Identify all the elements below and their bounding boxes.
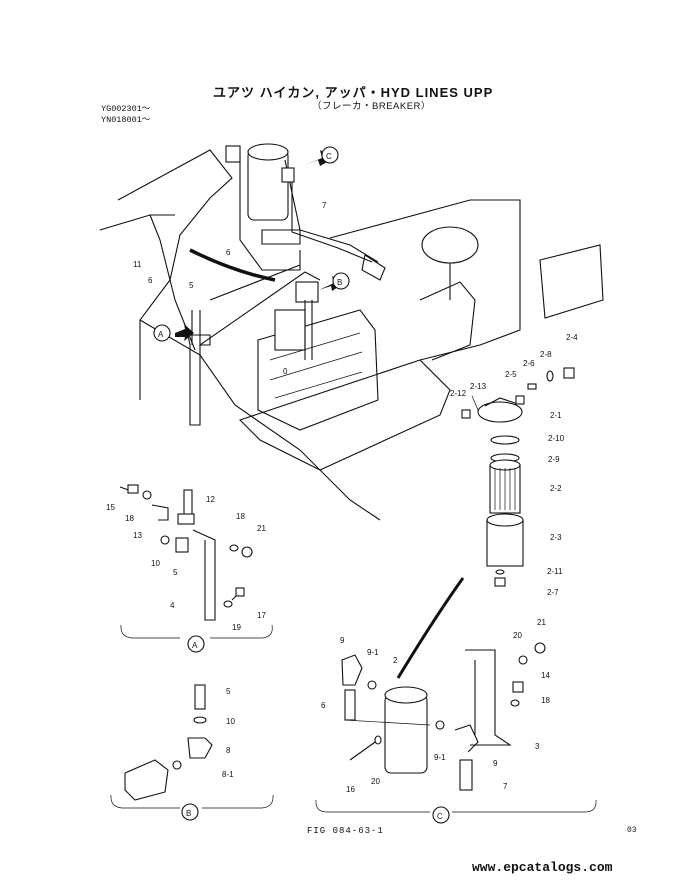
part-label: 2-3 <box>550 533 562 542</box>
part-label: 19 <box>232 623 241 632</box>
callout-c-label: C <box>326 152 332 161</box>
part-label: 4 <box>170 601 175 610</box>
part-label: 16 <box>346 785 355 794</box>
part-label: 18 <box>541 696 550 705</box>
part-label: 9 <box>493 759 498 768</box>
figure-number: FIG 084-63-1 <box>307 826 384 836</box>
part-label: 2-7 <box>547 588 559 597</box>
part-label: 6 <box>148 276 153 285</box>
part-label: 5 <box>189 281 194 290</box>
part-label: 3 <box>535 742 540 751</box>
detail-b-parts <box>110 684 274 821</box>
serial-range-1: YG002301～ <box>101 104 151 114</box>
part-label: 2-1 <box>550 411 562 420</box>
callout-arrow-b <box>319 272 350 291</box>
part-label: 2 <box>393 656 398 665</box>
machine-frame <box>99 149 604 521</box>
part-label: 7 <box>322 201 327 210</box>
diagram-title: ユアツ ハイカン, アッパ・HYD LINES UPP <box>213 85 494 100</box>
detail-a-label: A <box>192 641 198 650</box>
part-label: 20 <box>513 631 522 640</box>
part-label: 8 <box>226 746 231 755</box>
part-label: 10 <box>151 559 160 568</box>
leader-to-detail-c <box>396 577 465 679</box>
part-label: 5 <box>173 568 178 577</box>
part-label: 17 <box>257 611 266 620</box>
part-label: 2-13 <box>470 382 487 391</box>
part-label: 6 <box>226 248 231 257</box>
detail-c-label: C <box>437 812 443 821</box>
part-label: 9-1 <box>367 648 379 657</box>
part-label: 2-2 <box>550 484 562 493</box>
callout-a-label: A <box>158 330 164 339</box>
part-label: 2-5 <box>505 370 517 379</box>
leader-to-detail-a <box>189 248 276 282</box>
diagram-subtitle: （フレーカ・BREAKER） <box>312 101 431 112</box>
part-label: 14 <box>541 671 550 680</box>
part-label: 6 <box>321 701 326 710</box>
part-label: 7 <box>503 782 508 791</box>
part-label: 2-6 <box>523 359 535 368</box>
part-label: 2-9 <box>548 455 560 464</box>
detail-c-parts <box>315 642 597 824</box>
callout-arrow-a <box>153 324 194 342</box>
valve-block <box>274 281 319 360</box>
detail-b-label: B <box>186 809 191 818</box>
part-label: 9-1 <box>434 753 446 762</box>
part-label: 18 <box>125 514 134 523</box>
part-label: 20 <box>371 777 380 786</box>
detail-a-parts <box>119 484 273 653</box>
part-label: 10 <box>226 717 235 726</box>
part-label: 15 <box>106 503 115 512</box>
part-label: 12 <box>206 495 215 504</box>
part-label: 2-12 <box>450 389 467 398</box>
page-code: 03 <box>627 826 637 835</box>
part-label: 0 <box>283 367 288 376</box>
part-label: 8-1 <box>222 770 234 779</box>
part-label: 5 <box>226 687 231 696</box>
bracket-main <box>187 334 211 426</box>
watermark: www.epcatalogs.com <box>472 860 613 875</box>
callout-arrow-c <box>305 146 339 166</box>
part-label: 2-8 <box>540 350 552 359</box>
filter-assembly-main <box>191 143 386 347</box>
part-label: 13 <box>133 531 142 540</box>
part-label: 21 <box>257 524 266 533</box>
part-label: 2-11 <box>547 567 563 576</box>
part-label: 18 <box>236 512 245 521</box>
part-label: 2-4 <box>566 333 578 342</box>
part-label: 9 <box>340 636 345 645</box>
callout-b-label: B <box>337 278 342 287</box>
filter-exploded <box>461 367 575 587</box>
part-label: 2-10 <box>548 434 565 443</box>
part-label: 11 <box>133 260 142 269</box>
serial-range-2: YN018001～ <box>101 115 151 125</box>
part-label: 21 <box>537 618 546 627</box>
